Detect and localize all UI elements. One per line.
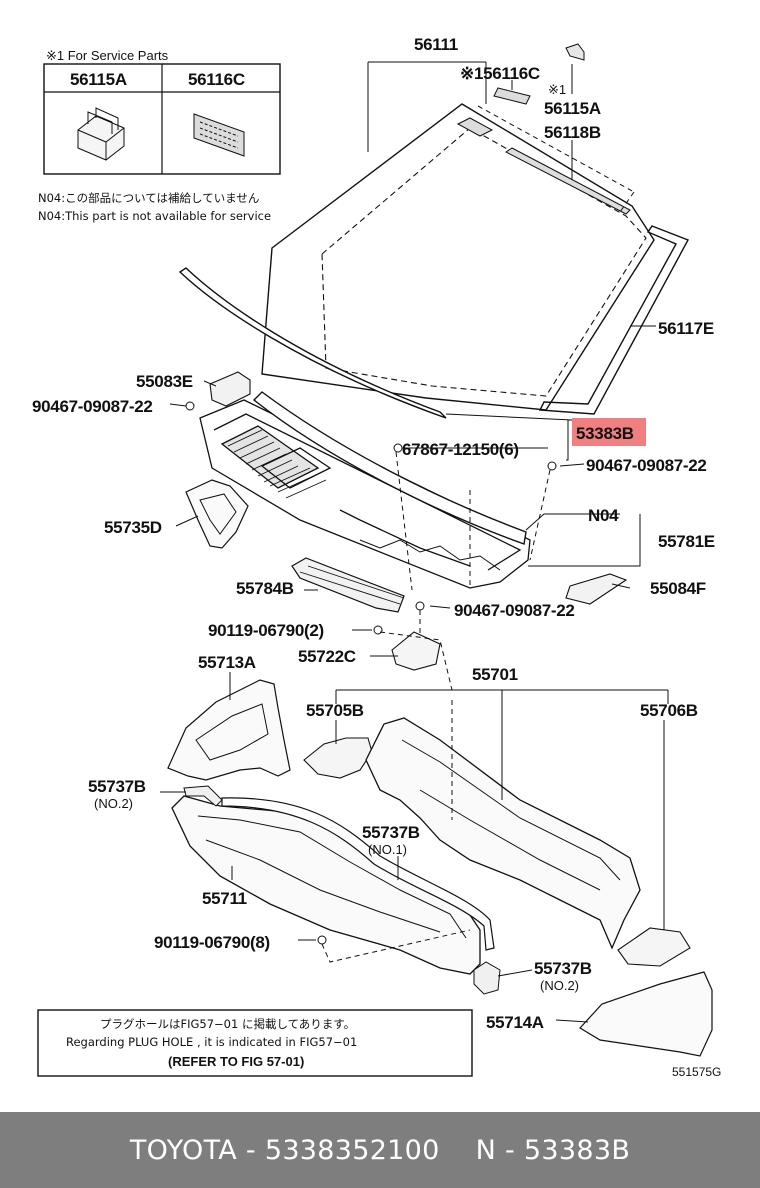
lower-weatherstrip [178, 267, 447, 419]
windshield-side-moulding [538, 225, 689, 415]
cowl-weatherstrip-53383b [252, 391, 527, 545]
label-no2-a: (NO.2) [94, 796, 133, 811]
bolt-icons [185, 401, 557, 945]
label-56117e: 56117E [658, 319, 714, 338]
legend-title: ※1 For Service Parts [46, 48, 169, 63]
figure-id: 551575G [672, 1065, 721, 1079]
label-55084f: 55084F [650, 579, 706, 598]
label-56116c: ※156116C [460, 64, 540, 83]
label-n04: N04 [588, 506, 619, 525]
label-55714a: 55714A [486, 1013, 544, 1032]
note-jp: N04:この部品については補給していません [38, 191, 259, 205]
label-mark-1: ※1 [548, 82, 566, 97]
label-nut-top: 90119-06790(2) [208, 621, 324, 640]
label-55083e: 55083E [136, 372, 193, 391]
clip-56115a-icon [77, 107, 125, 161]
windshield-glass [261, 103, 655, 411]
label-bolt-bottom: 90467-09087-22 [454, 601, 575, 620]
seal-55737b-no2-bottom-icon [473, 961, 501, 995]
label-55713a: 55713A [198, 653, 256, 672]
label-nut-bottom: 90119-06790(8) [154, 933, 270, 952]
label-bolt-left-top: 90467-09087-22 [32, 397, 153, 416]
label-no1: (NO.1) [368, 842, 407, 857]
notice-box [37, 1009, 473, 1077]
legend-text: ※1 For Service Parts 56115A 56116C N04:こ… [38, 48, 271, 223]
label-bolt-right: 90467-09087-22 [586, 456, 707, 475]
clip-56116c-icon [193, 113, 245, 157]
label-no2-b: (NO.2) [540, 978, 579, 993]
bracket-55083e-icon [209, 371, 251, 407]
bracket-55706b-icon [617, 927, 691, 967]
label-53383b: 53383B [576, 424, 634, 443]
label-55711: 55711 [202, 889, 247, 908]
label-55737b-no2-bottom: 55737B [534, 959, 592, 978]
label-55701: 55701 [472, 665, 518, 684]
plate-55084f-icon [565, 573, 628, 605]
part-labels: 56111 ※156116C ※1 56115A 56118B 56117E 5… [32, 35, 715, 1032]
notice-ref: (REFER TO FIG 57-01) [168, 1054, 304, 1069]
side-panel-55714a-icon [579, 971, 713, 1057]
notice-jp: プラグホールはFIG57−01 に掲載してあります。 [100, 1017, 355, 1031]
legend-col1-label: 56115A [70, 70, 127, 89]
cowl-panel-55701-icon [365, 717, 641, 950]
label-55722c: 55722C [298, 647, 356, 666]
label-55737b-no1: 55737B [362, 823, 420, 842]
clip-top-right-icon [565, 43, 585, 61]
cowl-top-panel [199, 399, 531, 589]
side-piece-55735d-icon [185, 479, 249, 549]
seal-55737b-no2-top-icon [183, 785, 223, 807]
label-55737b-no2-top: 55737B [88, 777, 146, 796]
legend-col2-label: 56116C [188, 70, 245, 89]
assembly-lines [321, 451, 551, 963]
bracket-55705b-icon [303, 737, 373, 779]
label-56111: 56111 [414, 35, 458, 54]
seal-55737b-no1-icon [221, 797, 495, 951]
side-member-55713a-icon [167, 679, 291, 781]
label-clip-67867: 67867-12150(6) [402, 440, 519, 459]
label-55784b: 55784B [236, 579, 294, 598]
footer-ref-part: N - 53383B [475, 1134, 631, 1166]
label-55781e: 55781E [658, 532, 715, 551]
footer-brand-part: TOYOTA - 5338352100 [129, 1134, 440, 1166]
label-55705b: 55705B [306, 701, 364, 720]
panel-55784b-icon [291, 557, 405, 613]
label-55706b: 55706B [640, 701, 698, 720]
label-56115a: 56115A [544, 99, 601, 118]
label-56118b: 56118B [544, 123, 601, 142]
parts-diagram: ※1 For Service Parts 56115A 56116C N04:こ… [32, 35, 721, 1079]
leader-lines [160, 61, 669, 1023]
notice-text: プラグホールはFIG57−01 に掲載してあります。 Regarding PLU… [66, 1017, 357, 1069]
legend-box [43, 63, 281, 175]
highlight-53383b [572, 418, 646, 446]
footer-bar: TOYOTA - 5338352100 N - 53383B [0, 1112, 760, 1188]
notice-en: Regarding PLUG HOLE , it is indicated in… [66, 1035, 357, 1049]
label-55735d: 55735D [104, 518, 162, 537]
bracket-55722c-icon [391, 631, 441, 671]
note-en: N04:This part is not available for servi… [38, 209, 271, 223]
